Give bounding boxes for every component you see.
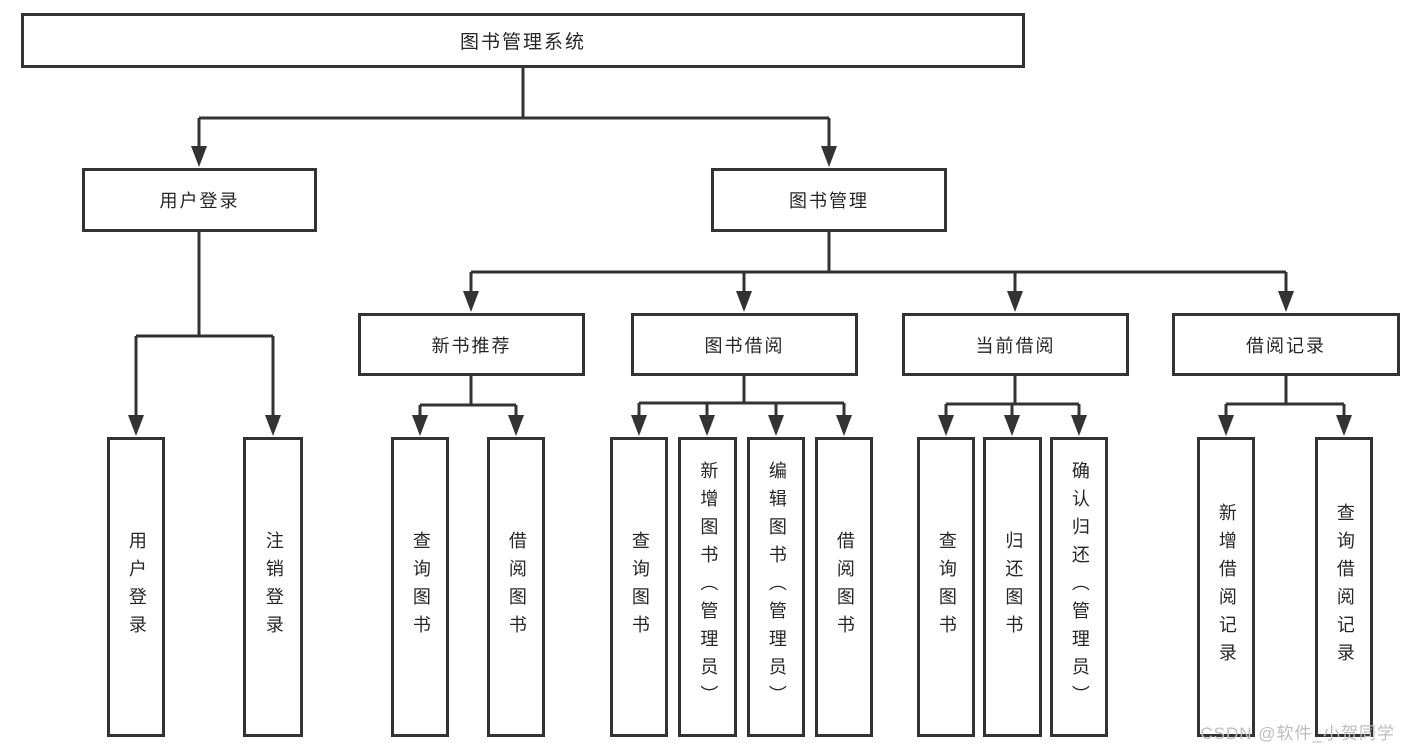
leaf-records-query-record-label: 查询借阅记录 [1334,503,1355,671]
leaf-records-query-record: 查询借阅记录 [1315,437,1373,737]
leaf-current-confirm-return-admin: 确认归还（管理员） [1050,437,1108,737]
leaf-user-login: 用户登录 [107,437,165,737]
leaf-current-query-book: 查询图书 [917,437,975,737]
node-new-book-recommend-label: 新书推荐 [431,335,512,356]
connector-records-to-leaves [1218,376,1352,436]
leaf-current-return-book: 归还图书 [983,437,1042,737]
node-user-login-label: 用户登录 [159,191,240,211]
node-current-borrow: 当前借阅 [902,313,1129,376]
leaf-recommend-query-book: 查询图书 [391,437,449,737]
leaf-logout: 注销登录 [243,437,303,737]
leaf-borrow-query-book: 查询图书 [610,437,668,737]
leaf-borrow-borrow-book-label: 借阅图书 [834,531,855,643]
leaf-current-query-book-label: 查询图书 [936,531,957,643]
leaf-borrow-edit-book-admin-label: 编辑图书（管理员） [766,461,787,713]
leaf-recommend-borrow-book: 借阅图书 [487,437,545,737]
leaf-borrow-edit-book-admin: 编辑图书（管理员） [747,437,805,737]
leaf-borrow-query-book-label: 查询图书 [629,531,650,643]
leaf-records-add-record-label: 新增借阅记录 [1216,503,1237,671]
node-new-book-recommend: 新书推荐 [358,313,585,376]
node-current-borrow-label: 当前借阅 [975,335,1056,356]
connector-current-to-leaves [938,376,1087,436]
node-book-borrow-label: 图书借阅 [704,335,785,356]
leaf-current-confirm-return-admin-label: 确认归还（管理员） [1069,461,1090,713]
leaf-borrow-add-book-admin: 新增图书（管理员） [678,437,737,737]
leaf-borrow-add-book-admin-label: 新增图书（管理员） [698,461,719,713]
watermark: CSDN @软件_小贺同学 [1200,724,1395,743]
connector-user-login-to-leaves [128,232,281,436]
leaf-recommend-borrow-book-label: 借阅图书 [506,531,527,643]
node-book-borrow: 图书借阅 [631,313,858,376]
connector-root-to-level2 [191,68,837,167]
leaf-records-add-record: 新增借阅记录 [1197,437,1255,737]
node-book-management-label: 图书管理 [789,191,869,211]
node-user-login: 用户登录 [82,168,317,232]
connector-book-management-to-level3 [463,232,1294,312]
leaf-recommend-query-book-label: 查询图书 [410,531,431,643]
leaf-borrow-borrow-book: 借阅图书 [815,437,873,737]
leaf-current-return-book-label: 归还图书 [1003,531,1024,643]
connector-recommend-to-leaves [412,376,524,436]
leaf-user-login-label: 用户登录 [126,531,147,643]
node-book-management: 图书管理 [711,168,947,232]
node-borrow-records-label: 借阅记录 [1246,335,1326,356]
node-root-label: 图书管理系统 [459,32,586,53]
node-root: 图书管理系统 [21,13,1025,68]
leaf-logout-label: 注销登录 [263,531,284,643]
node-borrow-records: 借阅记录 [1172,313,1400,376]
connector-borrow-to-leaves [631,376,852,436]
